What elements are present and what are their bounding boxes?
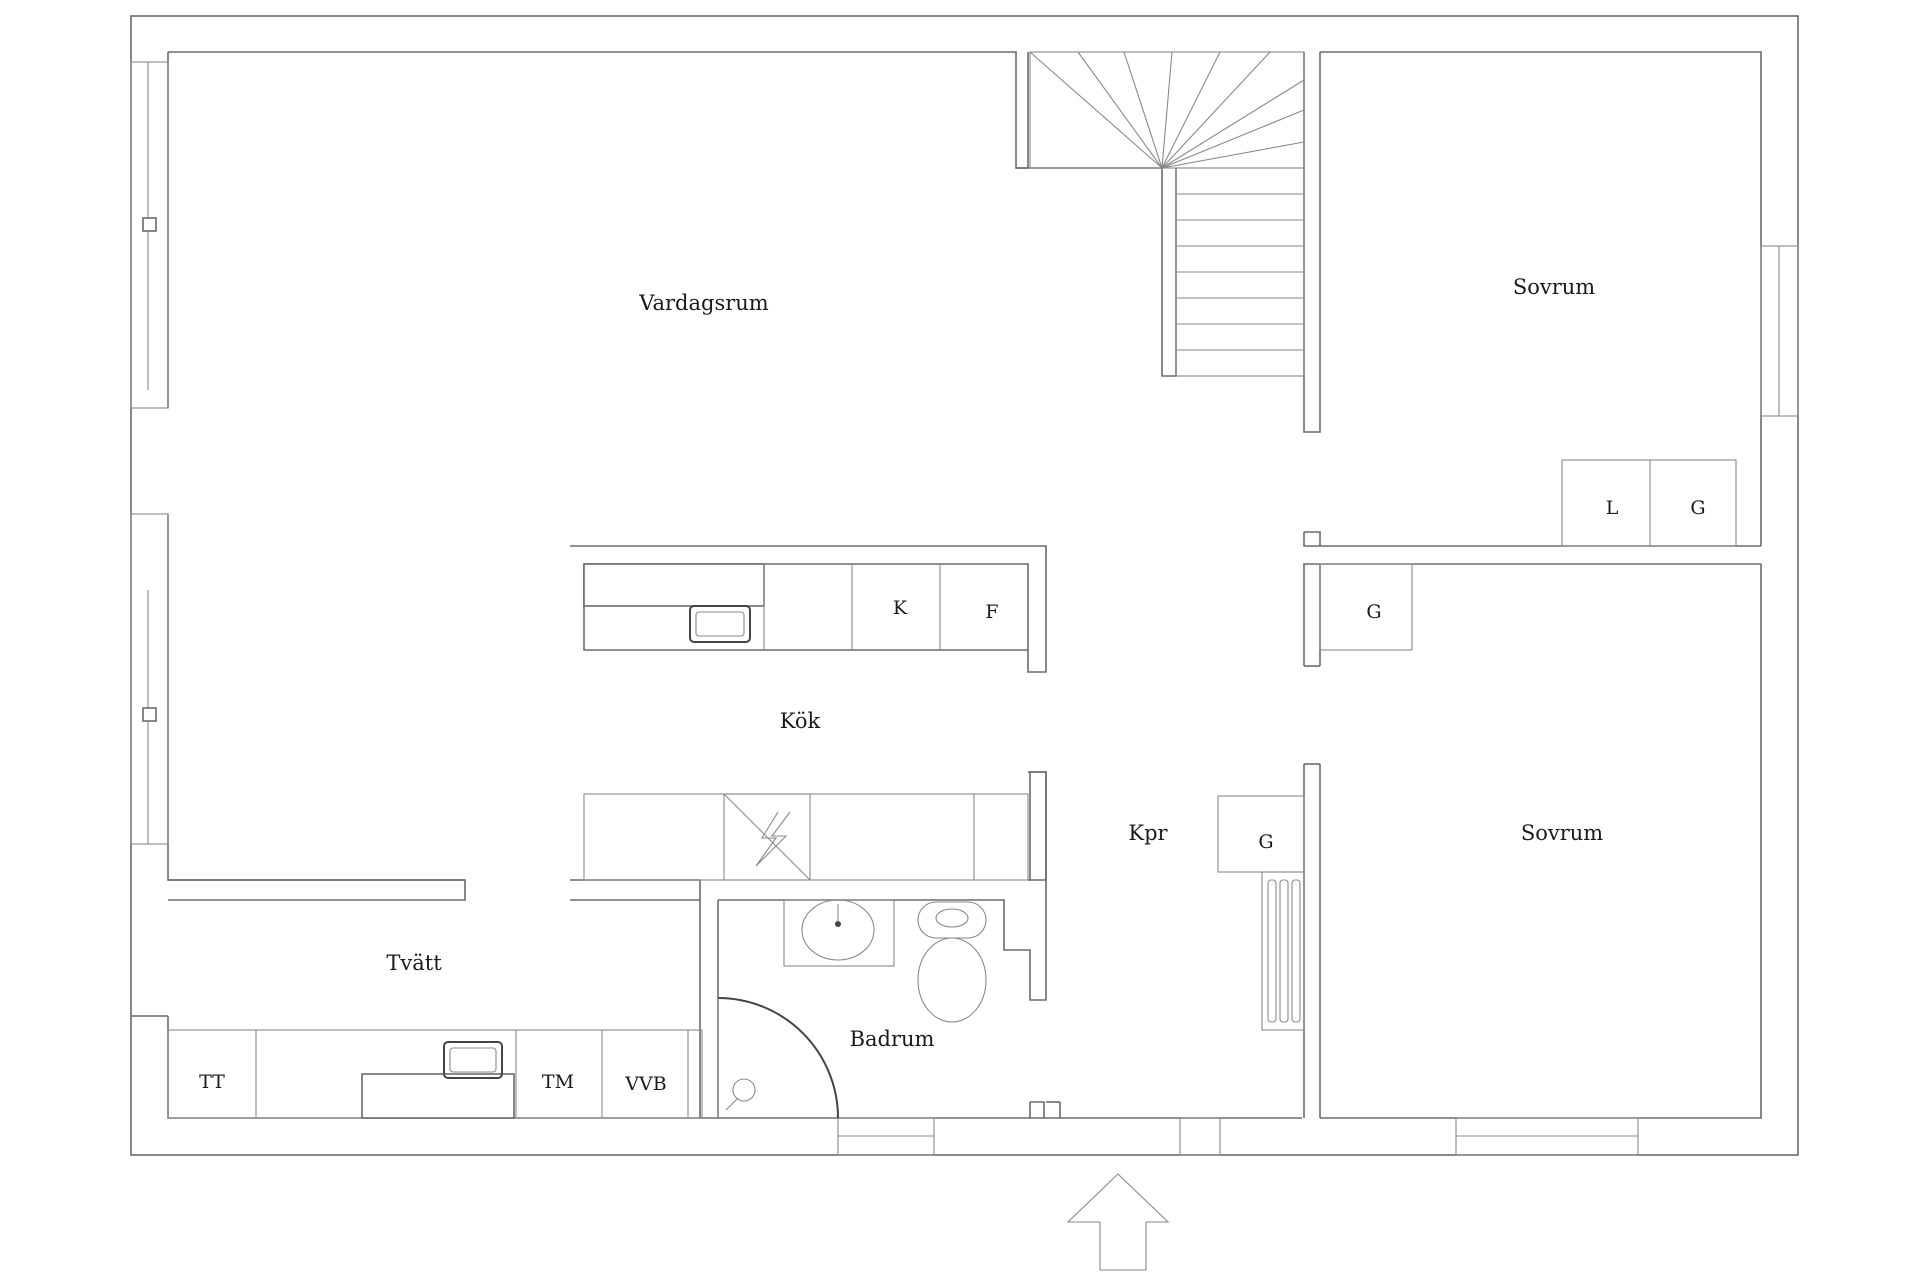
entrance-arrow-icon [1066, 1173, 1170, 1271]
interior-walls [131, 52, 1761, 1118]
fixture-label-k: K [893, 597, 908, 619]
kitchen-sink-icon [689, 605, 751, 643]
laundry-counter [167, 1029, 703, 1119]
wardrobes [1217, 459, 1737, 873]
outer-walls [130, 15, 1799, 1156]
staircase [1029, 51, 1305, 377]
fixture-label-tt: TT [199, 1071, 225, 1093]
room-label-vardagsrum: Vardagsrum [638, 291, 769, 315]
room-label-tvatt: Tvätt [386, 951, 442, 975]
fixture-label-tm: TM [542, 1071, 574, 1093]
radiator-icon [1261, 871, 1305, 1031]
fixture-label-f: F [985, 601, 998, 623]
fixture-label-g-3: G [1258, 831, 1273, 853]
toilet-icon [917, 901, 987, 1023]
washbasin-icon [783, 899, 895, 967]
fixture-label-g-1: G [1690, 497, 1705, 519]
kitchen-lower-counter [583, 771, 1047, 881]
room-label-kpr: Kpr [1128, 821, 1168, 845]
laundry-sink-icon [443, 1041, 503, 1079]
fixture-label-vvb: VVB [624, 1073, 666, 1095]
room-label-sovrum-upper: Sovrum [1513, 275, 1595, 299]
windows [130, 61, 1799, 1156]
fixture-label-g-2: G [1366, 601, 1381, 623]
kitchen-upper-counter [570, 545, 1047, 673]
fixture-label-l: L [1606, 497, 1619, 519]
stove-icon [723, 793, 811, 881]
room-label-badrum: Badrum [850, 1027, 935, 1051]
shower-icon [717, 997, 839, 1119]
room-label-kok: Kök [780, 709, 821, 733]
room-label-sovrum-lower: Sovrum [1521, 821, 1603, 845]
